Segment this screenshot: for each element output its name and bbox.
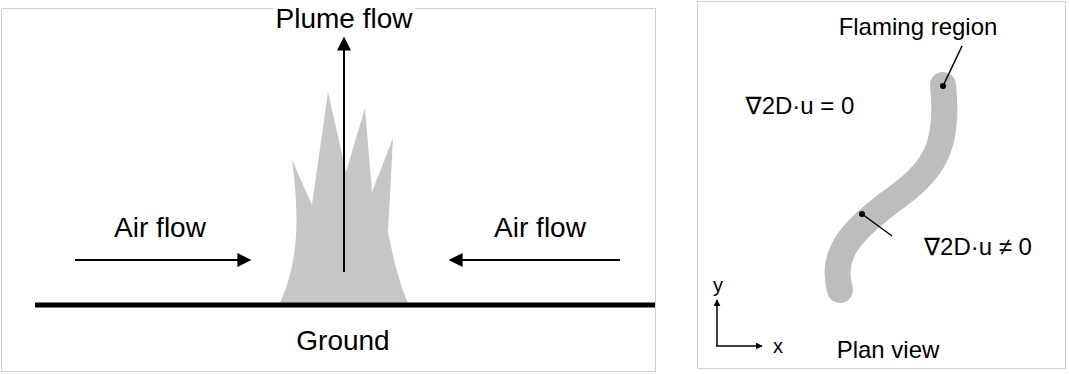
axis-label: y [711,274,725,296]
left-panel-border [2,9,656,372]
axis-arrow [716,300,718,346]
right-panel-border [698,2,1066,369]
plume-label: Plume flow [274,4,415,35]
equation-label: ∇2D·u = 0 [744,93,857,119]
ground-line [35,303,655,308]
leader-line [943,46,962,86]
axis-arrow [716,345,762,347]
view-label: Plan view [835,337,942,363]
leader-dot [859,211,865,217]
ground-label: Ground [294,326,391,357]
air-flow-arrow [75,259,250,261]
air-flow-label: Air flow [112,213,208,244]
equation-label: ∇2D·u ≠ 0 [922,234,1034,260]
region-label: Flaming region [837,14,1000,40]
leader-dot [940,83,946,89]
air-flow-arrow [450,259,620,261]
axis-label: x [771,335,785,357]
leader-line [862,214,892,236]
plume-arrow [343,38,345,272]
air-flow-label: Air flow [492,213,588,244]
